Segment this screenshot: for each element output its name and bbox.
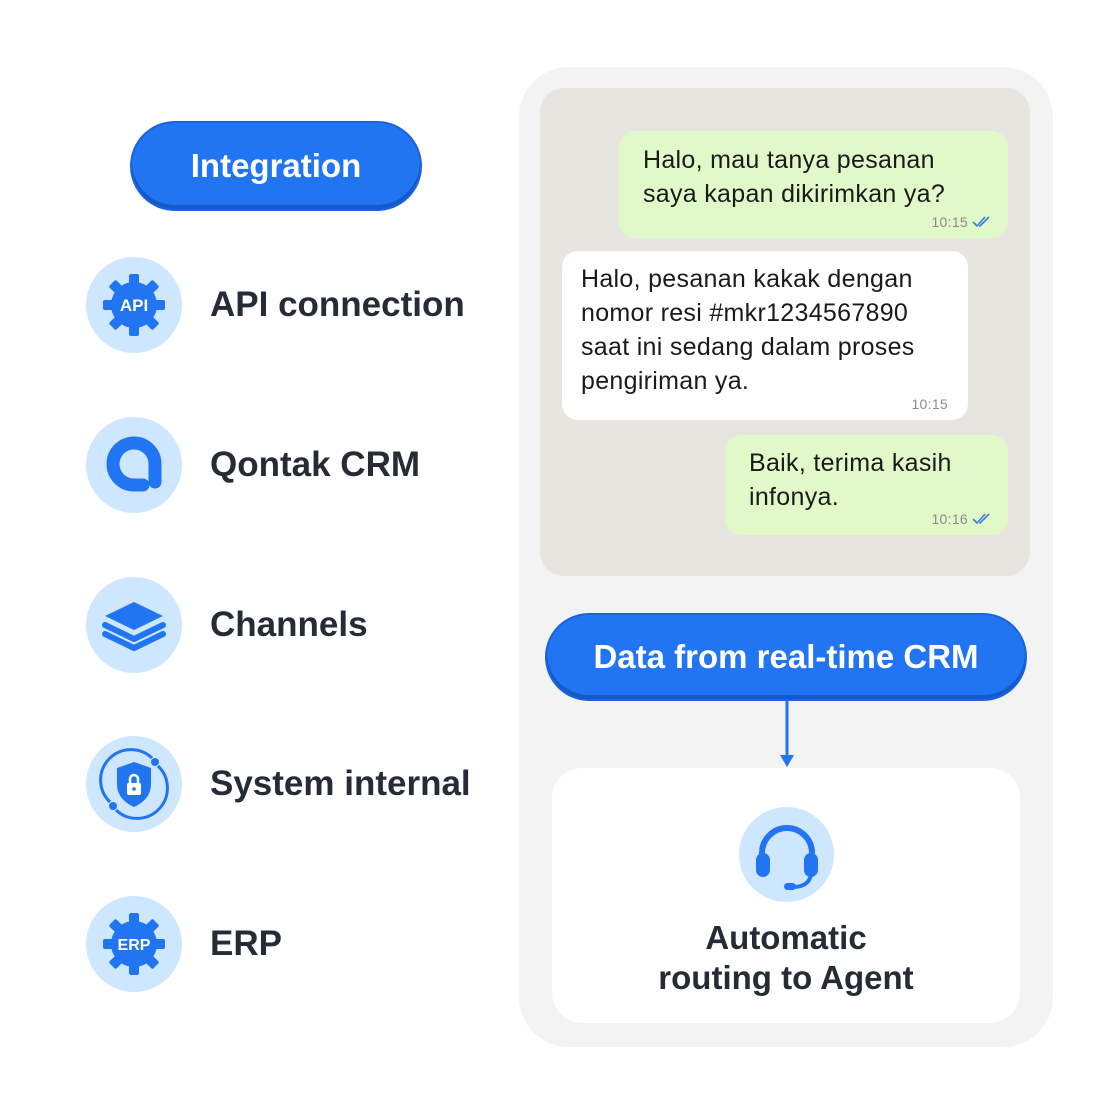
double-check-icon — [972, 513, 990, 525]
integration-item-system-internal: System internal — [86, 736, 471, 832]
message-time: 10:16 — [931, 511, 968, 527]
message-meta: 10:16 — [931, 511, 992, 527]
integration-item-api: API API connection — [86, 257, 465, 353]
integration-item-label: API connection — [210, 285, 465, 324]
integration-item-channels: Channels — [86, 577, 368, 673]
chat-message-outgoing: Baik, terima kasih infonya. 10:16 — [725, 435, 1008, 535]
integration-item-label: Qontak CRM — [210, 445, 420, 484]
message-line: Halo, pesanan kakak dengan — [581, 265, 913, 293]
integration-item-label: ERP — [210, 924, 282, 963]
message-time: 10:15 — [931, 214, 968, 230]
integration-item-qontak-crm: Qontak CRM — [86, 417, 420, 513]
integration-item-label: System internal — [210, 764, 471, 803]
shield-lock-icon — [86, 736, 182, 832]
chat-message-outgoing: Halo, mau tanya pesanan saya kapan dikir… — [619, 131, 1008, 238]
crm-data-pill: Data from real-time CRM — [547, 615, 1025, 699]
svg-text:API: API — [120, 296, 148, 315]
api-gear-icon: API — [86, 257, 182, 353]
arrow-down-icon — [780, 700, 794, 767]
routing-label: Automatic routing to Agent — [552, 918, 1020, 998]
routing-label-line: routing to Agent — [658, 959, 914, 996]
layers-icon — [86, 577, 182, 673]
integration-title-pill: Integration — [132, 123, 420, 209]
integration-title: Integration — [190, 147, 362, 184]
headset-icon — [739, 807, 834, 902]
message-meta: 10:15 — [911, 396, 948, 412]
message-line: nomor resi #mkr1234567890 — [581, 299, 909, 327]
message-meta: 10:15 — [931, 214, 992, 230]
svg-text:ERP: ERP — [118, 937, 151, 954]
message-line: infonya. — [749, 483, 839, 511]
routing-label-line: Automatic — [705, 919, 867, 956]
message-line: saat ini sedang dalam proses — [581, 333, 915, 361]
message-line: saya kapan dikirimkan ya? — [643, 180, 946, 208]
double-check-icon — [972, 216, 990, 228]
erp-gear-icon: ERP — [86, 896, 182, 992]
message-line: pengiriman ya. — [581, 367, 750, 395]
message-line: Halo, mau tanya pesanan — [643, 146, 935, 174]
message-time: 10:15 — [911, 396, 948, 412]
crm-data-label: Data from real-time CRM — [593, 638, 979, 675]
message-line: Baik, terima kasih — [749, 449, 952, 477]
integration-item-erp: ERP ERP — [86, 896, 282, 992]
qontak-logo-icon — [86, 417, 182, 513]
chat-message-incoming: Halo, pesanan kakak dengan nomor resi #m… — [562, 251, 968, 420]
integration-item-label: Channels — [210, 605, 368, 644]
